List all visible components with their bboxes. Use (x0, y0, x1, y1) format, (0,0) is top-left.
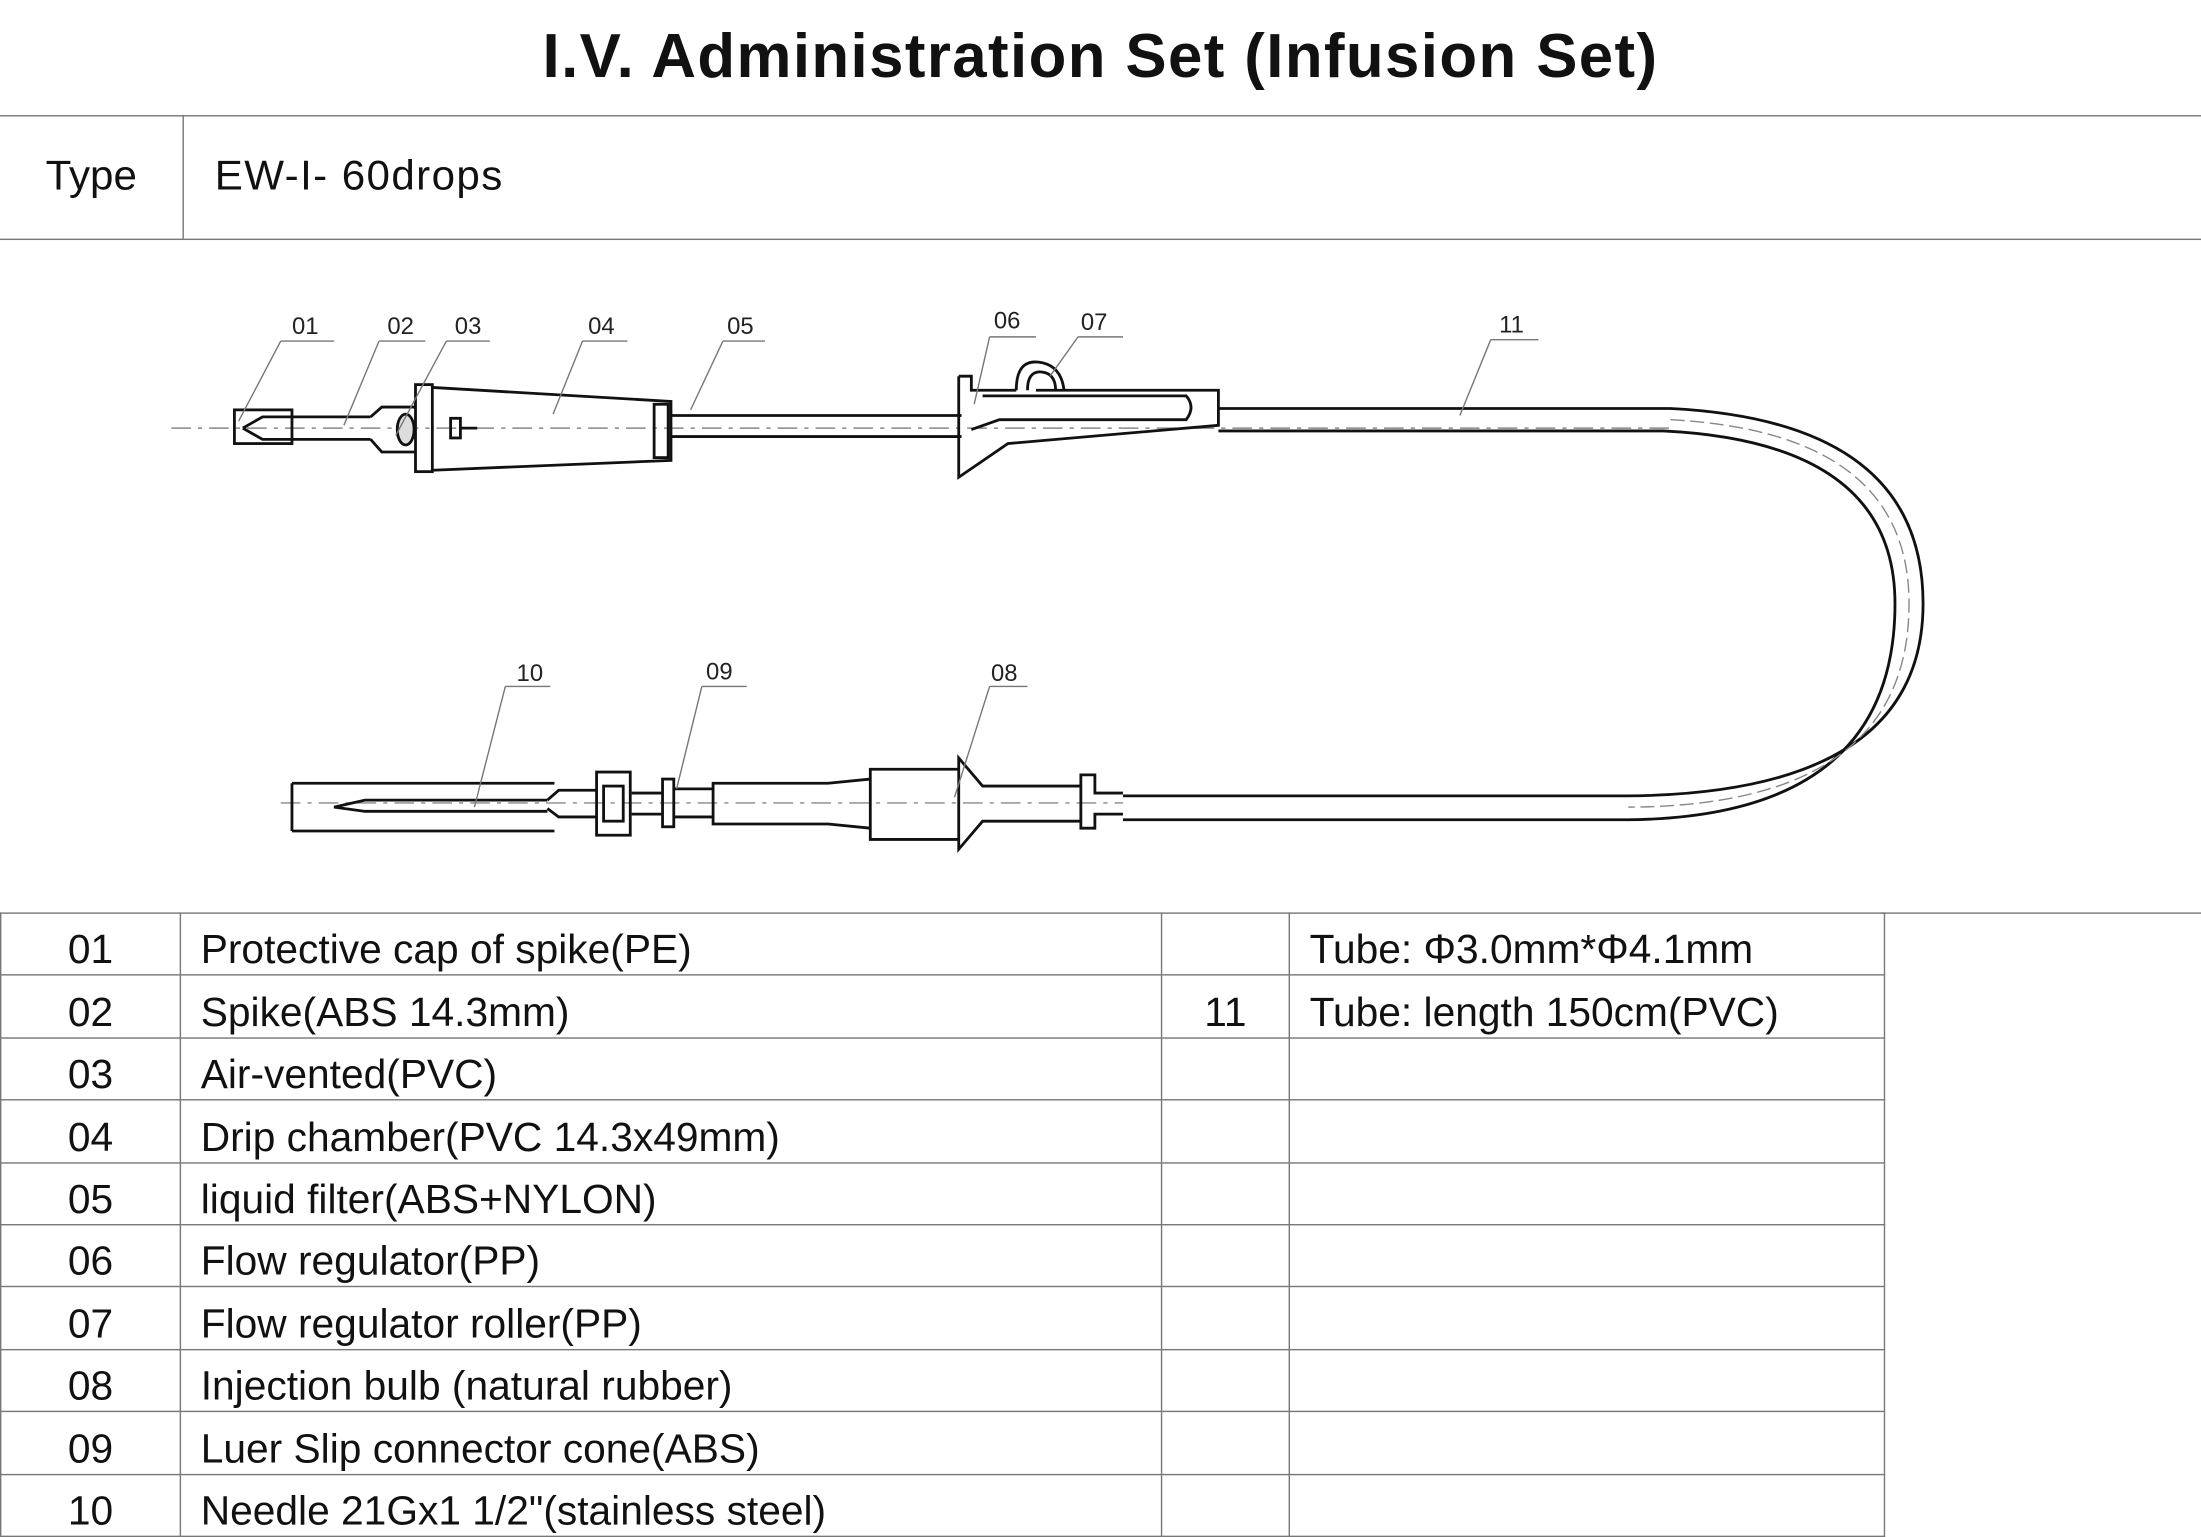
parts-table: 01 Protective cap of spike(PE) Tube: Φ3.… (0, 912, 1886, 1537)
part-name: Air-vented(PVC) (179, 1037, 1163, 1101)
empty-cell (1288, 1099, 1886, 1164)
part-name: Injection bulb (natural rubber) (179, 1348, 1163, 1413)
part-name: Needle 21Gx1 1/2"(stainless steel) (179, 1473, 1163, 1537)
empty-cell (1288, 1410, 1886, 1475)
empty-cell (1288, 1348, 1886, 1413)
part-number: 05 (0, 1161, 182, 1226)
empty-cell (1160, 1037, 1291, 1101)
luer-connector-drawing (595, 770, 714, 837)
part-number: 03 (0, 1037, 182, 1101)
empty-cell (1288, 1473, 1886, 1537)
tube-spec-length: Tube: length 150cm(PVC) (1288, 974, 1886, 1039)
callout-01: 01 (292, 313, 319, 340)
empty-cell (1160, 1473, 1291, 1537)
callout-06: 06 (994, 307, 1021, 334)
part-number: 06 (0, 1223, 182, 1288)
divider (1880, 912, 2201, 914)
part-number: 07 (0, 1286, 182, 1350)
tube-spec-diameter: Tube: Φ3.0mm*Φ4.1mm (1288, 912, 1886, 977)
part-number: 02 (0, 974, 182, 1039)
type-value: EW-I- 60drops (214, 153, 504, 200)
callout-11: 11 (1499, 312, 1524, 339)
callout-05: 05 (727, 313, 754, 340)
infusion-set-diagram: 01 02 03 04 05 06 07 08 09 10 11 (171, 307, 1925, 854)
callout-07: 07 (1081, 309, 1108, 336)
empty-cell (1160, 1099, 1291, 1164)
leader-lines (238, 336, 1539, 808)
callout-08: 08 (991, 660, 1018, 687)
empty-cell (1160, 1410, 1291, 1475)
part-name: Luer Slip connector cone(ABS) (179, 1410, 1163, 1475)
empty-cell (1288, 1037, 1886, 1101)
part-name: Flow regulator roller(PP) (179, 1286, 1163, 1350)
part-number: 09 (0, 1410, 182, 1475)
callout-03: 03 (455, 313, 482, 340)
page-title: I.V. Administration Set (Infusion Set) (0, 0, 2201, 117)
part-number: 08 (0, 1348, 182, 1413)
part-number: 01 (0, 912, 182, 977)
tube-centerline (1628, 419, 1910, 808)
empty-cell (1160, 1286, 1291, 1350)
callout-04: 04 (588, 313, 615, 340)
tube-upper (670, 414, 962, 438)
empty-cell (1288, 1286, 1886, 1350)
callout-labels: 01 02 03 04 05 06 07 08 09 10 11 (292, 307, 1524, 686)
part-name: liquid filter(ABS+NYLON) (179, 1161, 1163, 1226)
part-name: Protective cap of spike(PE) (179, 912, 1163, 977)
empty-cell (1160, 1161, 1291, 1226)
empty-cell (1160, 912, 1291, 977)
type-row: Type EW-I- 60drops (0, 115, 2201, 241)
type-label: Type (0, 115, 184, 239)
callout-02: 02 (387, 313, 414, 340)
callout-09: 09 (706, 658, 733, 685)
table-row: 01 Protective cap of spike(PE) Tube: Φ3.… (0, 912, 1886, 977)
injection-bulb-drawing (711, 754, 1123, 854)
empty-cell (1160, 1223, 1291, 1288)
empty-cell (1288, 1223, 1886, 1288)
table-row: 02 Spike(ABS 14.3mm) 11 Tube: length 150… (0, 974, 1886, 1039)
part-number: 10 (0, 1473, 182, 1537)
part-name: Spike(ABS 14.3mm) (179, 974, 1163, 1039)
tube-part-number: 11 (1160, 974, 1291, 1039)
empty-cell (1160, 1348, 1291, 1413)
flow-regulator-drawing (957, 360, 1220, 480)
tube-outer (1122, 407, 1925, 798)
part-name: Drip chamber(PVC 14.3x49mm) (179, 1099, 1163, 1164)
empty-cell (1288, 1161, 1886, 1226)
drip-chamber-drawing (414, 383, 673, 474)
spike-cap-drawing (233, 405, 416, 454)
needle-drawing (290, 781, 597, 833)
tube-inner (1122, 429, 1897, 822)
callout-10: 10 (517, 660, 544, 687)
part-name: Flow regulator(PP) (179, 1223, 1163, 1288)
part-number: 04 (0, 1099, 182, 1164)
